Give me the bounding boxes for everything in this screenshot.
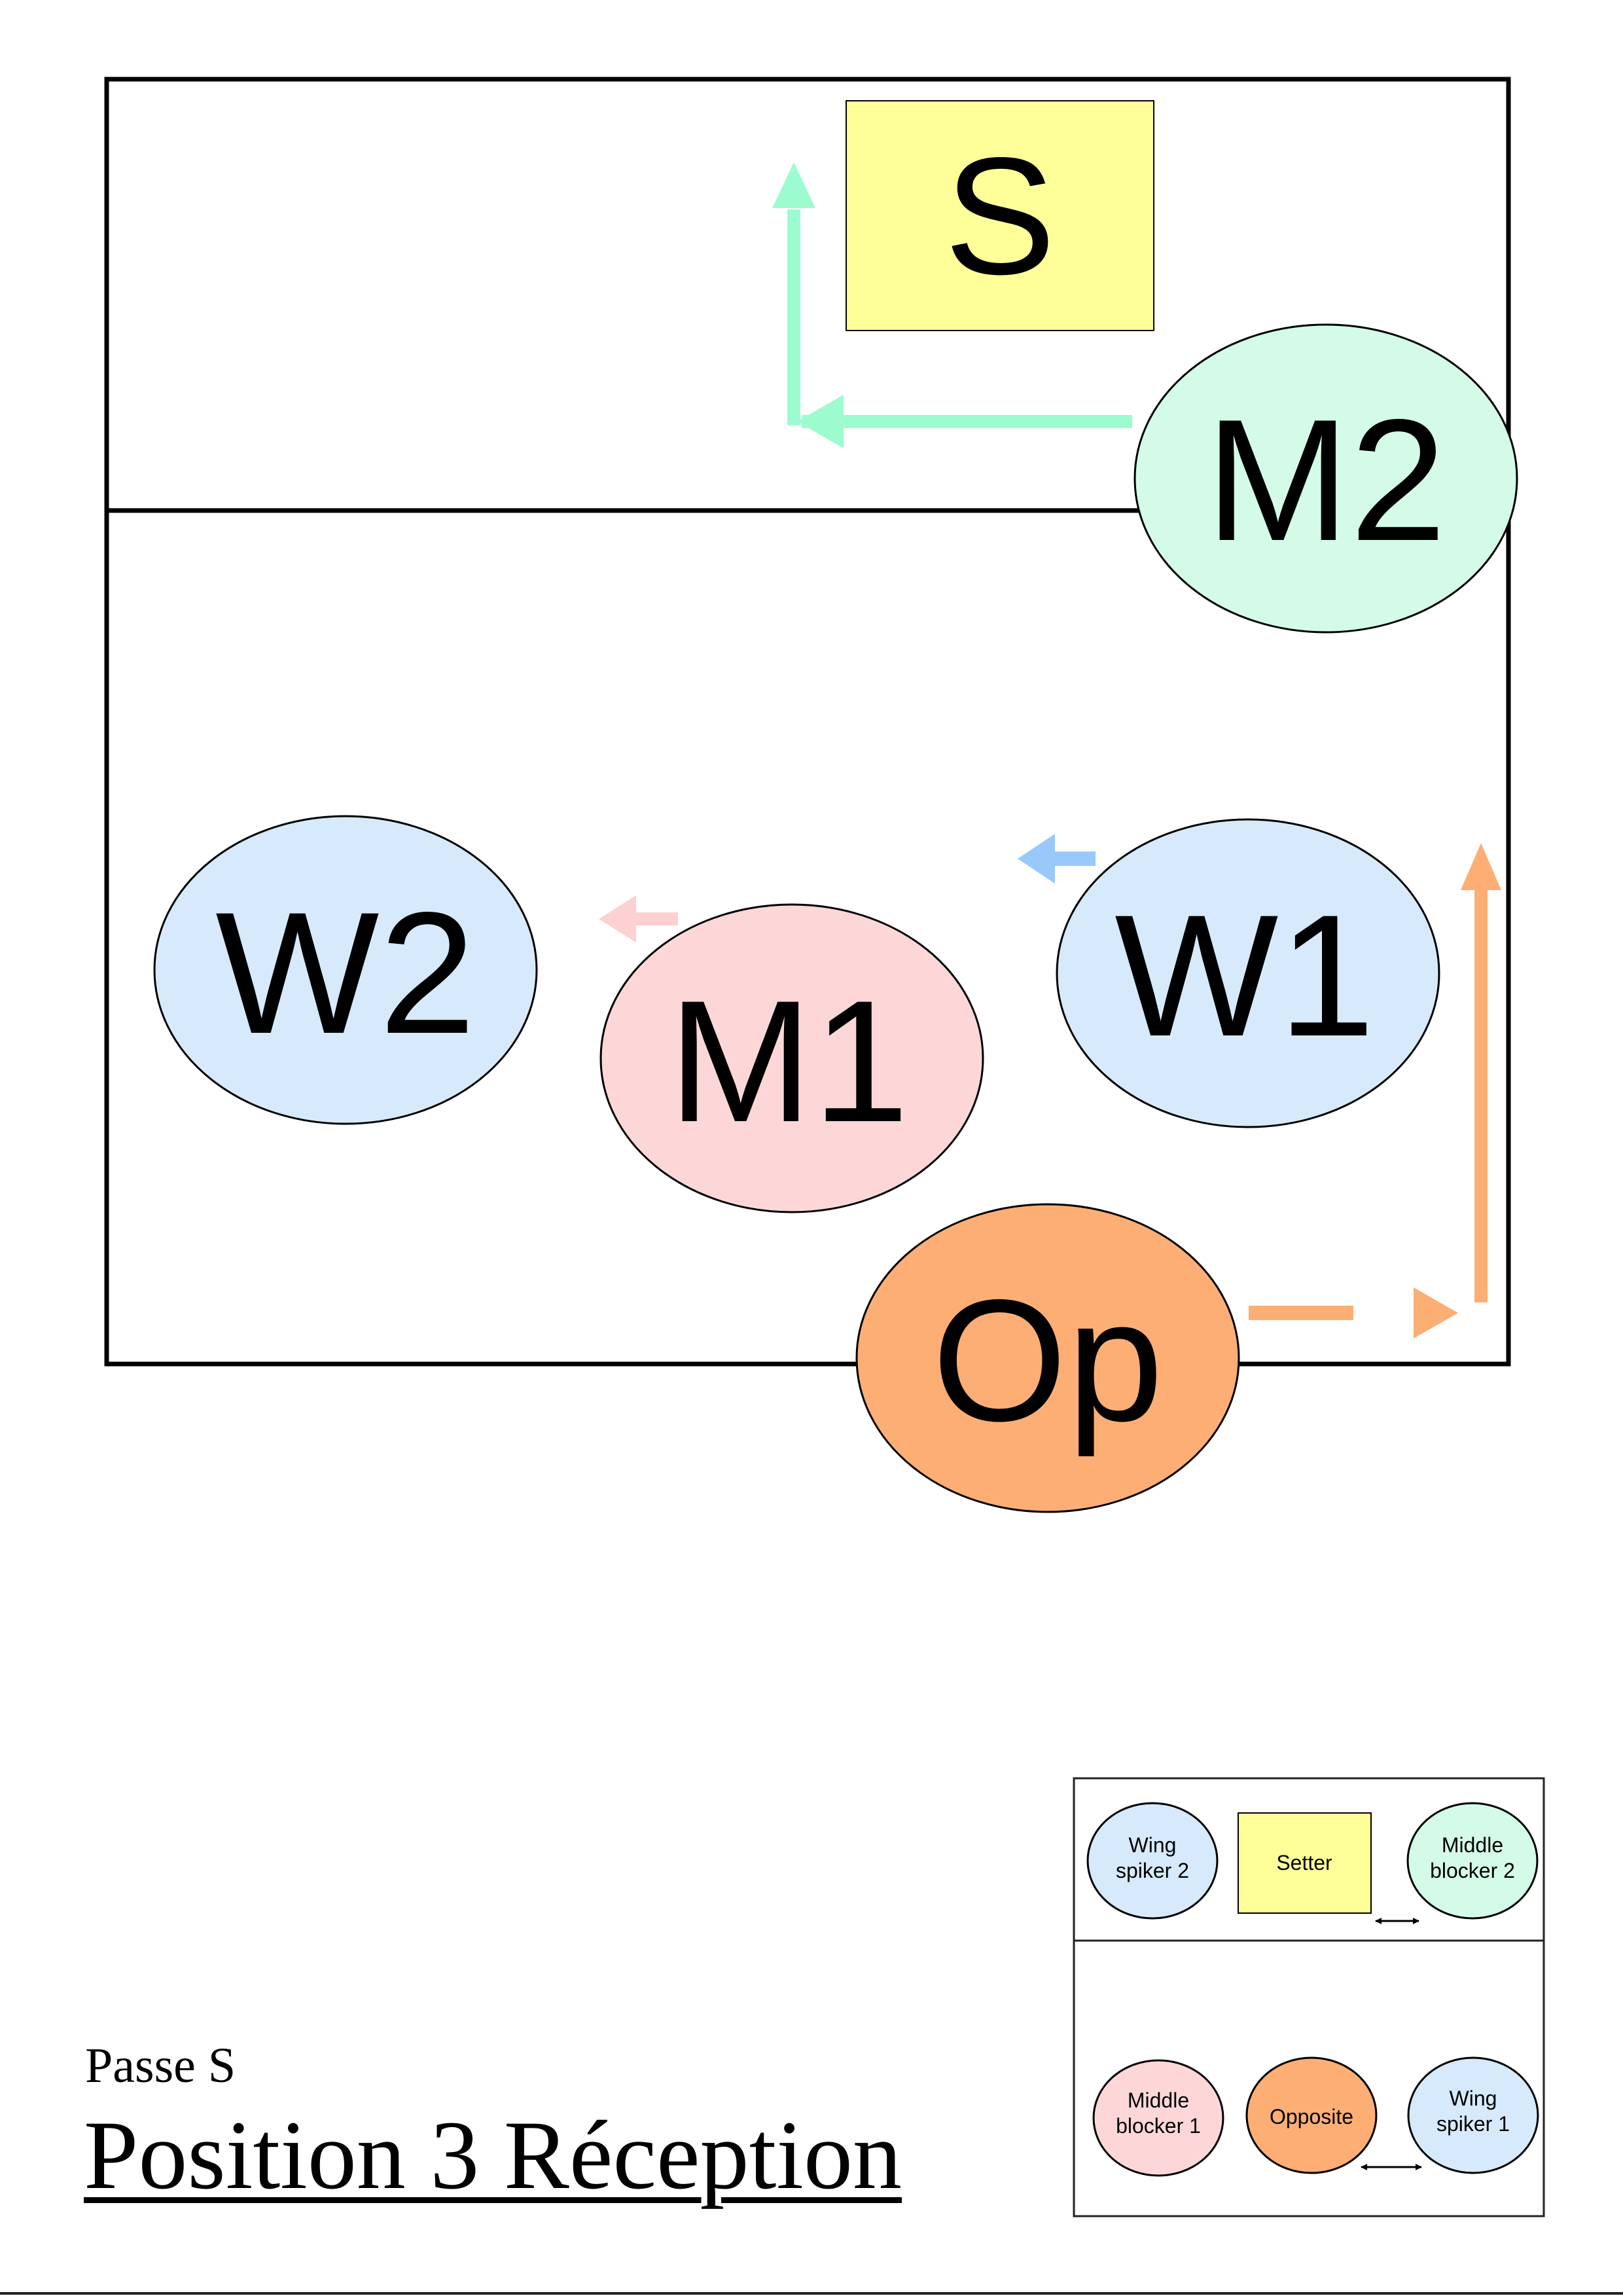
player-label: M1: [668, 965, 909, 1158]
legend-label: Wing: [1450, 2087, 1497, 2110]
player-label: W2: [215, 876, 476, 1070]
player-w2[interactable]: W2: [153, 815, 538, 1125]
player-label: W1: [1115, 879, 1375, 1073]
legend-label: Middle: [1128, 2089, 1189, 2112]
player-m1[interactable]: M1: [599, 903, 984, 1213]
op-movement-arrow: [1249, 843, 1501, 1338]
player-m2[interactable]: M2: [1133, 323, 1518, 634]
legend-wing-spiker-2: Wing spiker 2: [1086, 1802, 1219, 1920]
player-setter[interactable]: S: [846, 100, 1154, 331]
player-w1[interactable]: W1: [1056, 818, 1440, 1128]
legend-label: Middle: [1442, 1833, 1503, 1857]
player-label: M2: [1205, 384, 1446, 577]
m2-movement-arrow: [772, 162, 1132, 448]
player-label: Op: [932, 1264, 1164, 1458]
court: S M2 W2 M1 W1 Op: [104, 77, 1518, 1513]
w1-movement-arrow: [1018, 834, 1096, 884]
player-label: S: [944, 123, 1056, 310]
legend-label: blocker 1: [1116, 2114, 1201, 2138]
legend-setter: Setter: [1238, 1812, 1372, 1914]
legend-opposite: Opposite: [1245, 2056, 1378, 2174]
page-bottom-border: [0, 2292, 1623, 2295]
diagram-subtitle: Passe S: [85, 2038, 236, 2093]
legend-label: Opposite: [1270, 2105, 1353, 2128]
court-boundary: [104, 77, 1511, 1367]
legend-middle-blocker-2: Middle blocker 2: [1406, 1802, 1539, 1920]
legend-label: Wing: [1129, 1833, 1177, 1857]
legend-wing-spiker-1: Wing spiker 1: [1407, 2056, 1539, 2174]
legend-middle-blocker-1: Middle blocker 1: [1092, 2059, 1224, 2177]
player-op[interactable]: Op: [855, 1203, 1240, 1513]
legend-label: spiker 2: [1116, 1859, 1189, 1882]
legend-label: Setter: [1276, 1851, 1332, 1874]
m1-movement-arrow: [599, 895, 678, 942]
legend-label: spiker 1: [1436, 2112, 1510, 2136]
legend-label: blocker 2: [1430, 1859, 1515, 1882]
legend-inset: Wing spiker 2 Setter Middle blocker 2 Mi…: [1073, 1777, 1545, 2217]
diagram-title: Position 3 Réception: [84, 2101, 902, 2210]
